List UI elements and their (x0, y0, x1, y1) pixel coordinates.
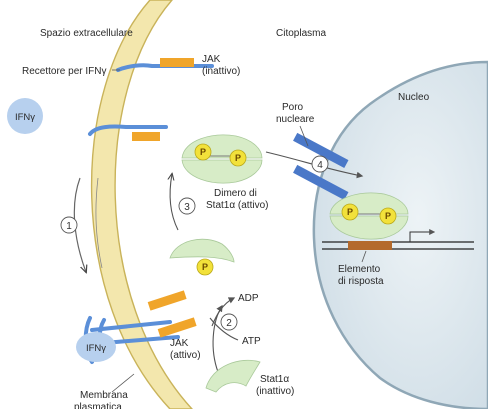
stat-inactive-label-1: Stat1α (260, 374, 289, 385)
nuclear-pore-label-1: Poro (282, 102, 304, 113)
step-3-arrow (170, 174, 179, 231)
phosphate-nuclear-right (379, 207, 397, 225)
svg-text:P: P (235, 153, 241, 163)
jak-active-upper (147, 290, 187, 311)
adp-label: ADP (238, 293, 259, 304)
atp-arrow (209, 317, 239, 341)
step-2-marker (220, 313, 238, 331)
receptor-upper (116, 58, 214, 72)
cytoplasm-label: Citoplasma (276, 28, 326, 39)
stat1a-dimer-nucleus (329, 192, 409, 240)
receptor-middle (88, 124, 168, 141)
dimer-label-2: Stat1α (attivo) (206, 200, 268, 211)
membrane-label-2: plasmatica (74, 402, 122, 409)
stat-inactive-label-2: (inattivo) (256, 386, 294, 397)
receptor-complex-bound (76, 290, 197, 364)
step-3-marker (178, 197, 196, 215)
response-element (348, 241, 392, 250)
jak-active-label-2: (attivo) (170, 350, 201, 361)
response-element-label-2: di risposta (338, 276, 384, 287)
jak-inactive-label-1: JAK (202, 54, 221, 65)
svg-text:P: P (200, 147, 206, 157)
svg-text:2: 2 (226, 318, 232, 329)
step-1-arrow-right (95, 177, 103, 269)
ifn-gamma-free (7, 98, 43, 134)
stat1a-phosphorylated (169, 238, 235, 263)
nucleus-label: Nucleo (398, 92, 430, 103)
jak-inactive-label-2: (inattivo) (202, 66, 240, 77)
receptor-label: Recettore per IFNγ (22, 66, 106, 77)
svg-text:P: P (385, 211, 391, 221)
dimer-label-1: Dimero di (214, 188, 257, 199)
svg-text:P: P (202, 262, 208, 272)
step-1-marker (60, 216, 78, 234)
atp-label: ATP (242, 336, 261, 347)
nucleus (312, 60, 488, 409)
jak-inactive-upper (160, 58, 194, 67)
membrane-leader (111, 373, 135, 393)
pore-leader (299, 125, 309, 147)
response-element-label-1: Elemento (338, 264, 381, 275)
svg-text:3: 3 (184, 202, 190, 213)
ifn-bound-label: IFNγ (86, 343, 106, 354)
stat1a-dimer-cytoplasm (181, 134, 263, 184)
svg-text:1: 1 (66, 221, 72, 232)
transcription-start-arrow (409, 229, 436, 242)
phosphate-monomer (196, 258, 214, 276)
jak-active-label-1: JAK (170, 338, 189, 349)
phosphate-dimer-left (194, 143, 212, 161)
step-4-marker (311, 155, 329, 173)
jak-inactive-middle (132, 132, 160, 141)
membrane-label-1: Membrana (80, 390, 128, 401)
response-element-leader (361, 250, 367, 263)
svg-text:P: P (347, 207, 353, 217)
phosphate-nuclear-left (341, 203, 359, 221)
jak-active-lower (157, 317, 197, 338)
nuclear-pore-label-2: nucleare (276, 114, 315, 125)
ifn-gamma-bound (76, 332, 116, 362)
phosphate-dimer-right (229, 149, 247, 167)
extracellular-space-label: Spazio extracellulare (40, 28, 133, 39)
ifn-free-label: IFNγ (15, 112, 35, 123)
step-2-curve (212, 304, 223, 373)
stat1a-inactive (205, 359, 261, 393)
nuclear-pore (293, 132, 349, 201)
svg-text:4: 4 (317, 160, 323, 171)
plasma-membrane (90, 0, 193, 409)
